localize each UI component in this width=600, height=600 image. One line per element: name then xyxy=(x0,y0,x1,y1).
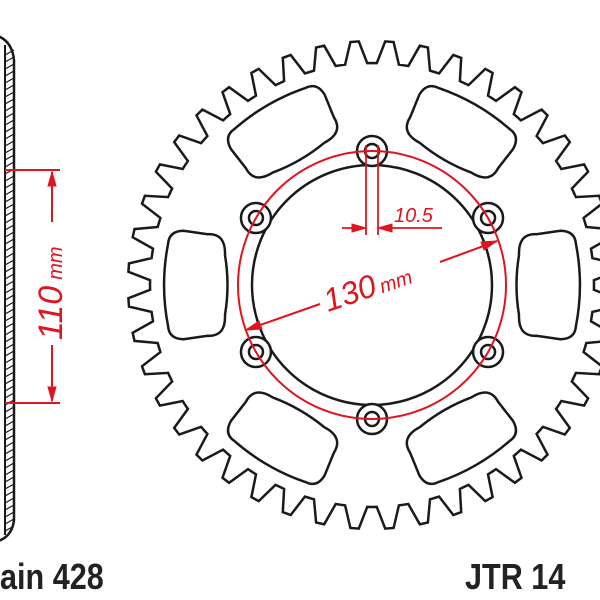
hatch-line xyxy=(4,406,15,413)
hatch-line xyxy=(4,182,15,189)
hatch-line xyxy=(4,245,15,252)
hatch-line xyxy=(4,63,15,70)
hatch-line xyxy=(4,518,15,525)
cutout xyxy=(226,391,339,486)
hatch-line xyxy=(4,175,15,182)
hatch-line xyxy=(4,511,15,518)
hatch-line xyxy=(4,448,15,455)
hatch-line xyxy=(4,497,15,504)
hatch-line xyxy=(4,217,15,224)
hatch-line xyxy=(4,287,15,294)
side-height-label: 110mm xyxy=(32,246,70,340)
hatch-line xyxy=(4,525,15,532)
hatch-line xyxy=(4,329,15,336)
hatch-line xyxy=(4,77,15,84)
hatch-line xyxy=(4,112,15,119)
hatch-line xyxy=(4,392,15,399)
hatch-line xyxy=(4,133,15,140)
hatch-line xyxy=(4,385,15,392)
chain-size-label: ain 428 xyxy=(0,556,104,597)
hatch-line xyxy=(4,371,15,378)
side-view xyxy=(0,35,16,542)
hatch-line xyxy=(4,441,15,448)
hatch-line xyxy=(4,231,15,238)
cutout xyxy=(162,229,229,341)
hatch-line xyxy=(4,504,15,511)
hatch-line xyxy=(4,126,15,133)
hatch-line xyxy=(4,98,15,105)
hatch-line xyxy=(4,105,15,112)
hatch-line xyxy=(4,469,15,476)
hatch-line xyxy=(4,49,15,56)
hatch-line xyxy=(4,203,15,210)
hatch-line xyxy=(4,357,15,364)
hatch-line xyxy=(4,238,15,245)
side-height-dimension xyxy=(5,169,60,404)
hatch-line xyxy=(4,455,15,462)
bolt-hole-dimension xyxy=(342,145,442,235)
hatch-line xyxy=(4,196,15,203)
hatch-line xyxy=(4,91,15,98)
hatch-line xyxy=(4,224,15,231)
hatch-line xyxy=(4,308,15,315)
hatch-line xyxy=(4,322,15,329)
bolt-hole-label: 10.5 xyxy=(394,205,434,227)
hatch-line xyxy=(4,70,15,77)
hatch-line xyxy=(4,301,15,308)
lightening-cutouts xyxy=(162,84,582,486)
bolt-circle xyxy=(237,150,507,420)
hatch-line xyxy=(4,259,15,266)
arrow-down-icon xyxy=(47,386,57,403)
hatch-line xyxy=(4,56,15,63)
cutout xyxy=(226,84,339,179)
hatch-line xyxy=(4,119,15,126)
hatch-line xyxy=(4,189,15,196)
hatch-line xyxy=(4,343,15,350)
bolt-circle-label: 130mm xyxy=(319,255,416,319)
hatch-line xyxy=(4,147,15,154)
part-number-label: JTR 14 xyxy=(465,556,566,597)
hatch-line xyxy=(4,434,15,441)
hatch-line xyxy=(4,336,15,343)
hatch-line xyxy=(4,378,15,385)
hatch-line xyxy=(4,294,15,301)
hatch-line xyxy=(4,462,15,469)
hatch-line xyxy=(4,210,15,217)
hatch-line xyxy=(4,266,15,273)
cutout xyxy=(405,391,518,486)
hatch-line xyxy=(4,350,15,357)
hatch-line xyxy=(4,413,15,420)
hatch-line xyxy=(4,315,15,322)
hatch-line xyxy=(4,280,15,287)
cutout xyxy=(405,84,518,179)
hatch-line xyxy=(4,161,15,168)
hatch-line xyxy=(4,252,15,259)
hatch-line xyxy=(4,84,15,91)
bolt-circle-dimension xyxy=(244,240,499,331)
hatch-line xyxy=(4,364,15,371)
hatch-line xyxy=(4,476,15,483)
sprocket-teeth-outline xyxy=(127,40,600,530)
hatch-line xyxy=(4,490,15,497)
hatch-line xyxy=(4,154,15,161)
hatch-line xyxy=(4,420,15,427)
cutout xyxy=(515,229,582,341)
hatch-line xyxy=(4,483,15,490)
hatch-line xyxy=(4,273,15,280)
arrow-up-icon xyxy=(47,170,57,187)
hatch-line xyxy=(4,140,15,147)
hatch-line xyxy=(4,427,15,434)
